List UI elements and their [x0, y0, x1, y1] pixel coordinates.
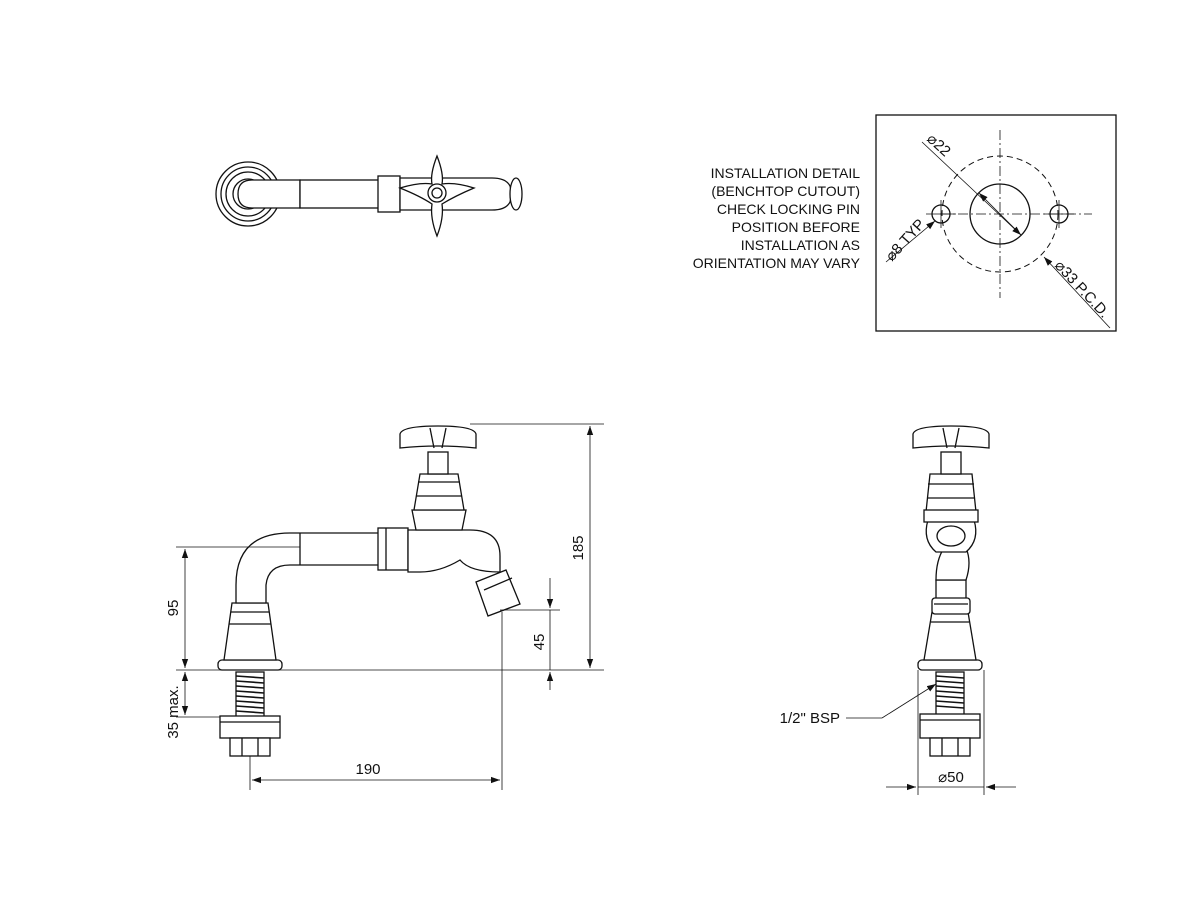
thread-callout: 1/2" BSP — [780, 683, 937, 727]
top-view — [215, 154, 523, 238]
install-note-line-4: POSITION BEFORE — [732, 219, 860, 235]
install-note: INSTALLATION DETAIL (BENCHTOP CUTOUT) CH… — [693, 165, 861, 271]
dim-height-spout-label: 95 — [165, 600, 182, 617]
side-view-bonnet — [411, 473, 467, 531]
dia-pin-label: ⌀8 TYP — [882, 216, 928, 265]
dim-height-total: 185 — [470, 423, 604, 668]
main-hole — [969, 183, 1031, 245]
install-note-line-5: INSTALLATION AS — [741, 237, 860, 253]
front-view-bonnet — [923, 473, 979, 523]
front-view-base — [917, 611, 983, 671]
side-view-body — [377, 527, 521, 617]
dia-main-label: ⌀22 — [923, 130, 953, 160]
dim-base-dia: ⌀50 — [886, 670, 1016, 795]
install-note-line-1: INSTALLATION DETAIL — [711, 165, 861, 181]
dim-height-spout: 95 — [165, 546, 300, 668]
dim-reach: 190 — [249, 612, 503, 790]
cutout-detail: ⌀22 ⌀8 TYP ⌀33 P.C.D. — [875, 114, 1117, 332]
front-view: 1/2" BSP ⌀50 — [780, 425, 1016, 795]
dim-height-total-label: 185 — [570, 535, 587, 560]
install-note-line-6: ORIENTATION MAY VARY — [693, 255, 861, 271]
dim-max-mount: 35 max. — [165, 672, 220, 739]
install-note-line-2: (BENCHTOP CUTOUT) — [711, 183, 860, 199]
dim-height-outlet-label: 45 — [531, 634, 548, 651]
side-view-base — [217, 602, 283, 671]
top-view-cross-handle — [398, 154, 476, 238]
cutout-detail-frame — [875, 114, 1117, 332]
dim-max-mount-label: 35 max. — [165, 685, 182, 738]
front-view-body — [925, 519, 977, 615]
top-view-spout — [237, 175, 523, 213]
side-view: 185 95 45 35 max. 190 — [165, 423, 604, 790]
front-view-handle — [912, 425, 990, 475]
side-view-pipe — [235, 532, 381, 604]
pcd-label: ⌀33 P.C.D. — [1051, 257, 1113, 321]
install-note-line-3: CHECK LOCKING PIN — [717, 201, 860, 217]
dim-reach-label: 190 — [355, 761, 380, 778]
side-view-shank — [219, 671, 281, 757]
side-view-handle — [399, 425, 477, 475]
dim-height-outlet: 45 — [500, 578, 560, 690]
front-view-shank — [919, 671, 981, 757]
dim-base-dia-label: ⌀50 — [938, 769, 964, 786]
thread-label: 1/2" BSP — [780, 710, 840, 727]
